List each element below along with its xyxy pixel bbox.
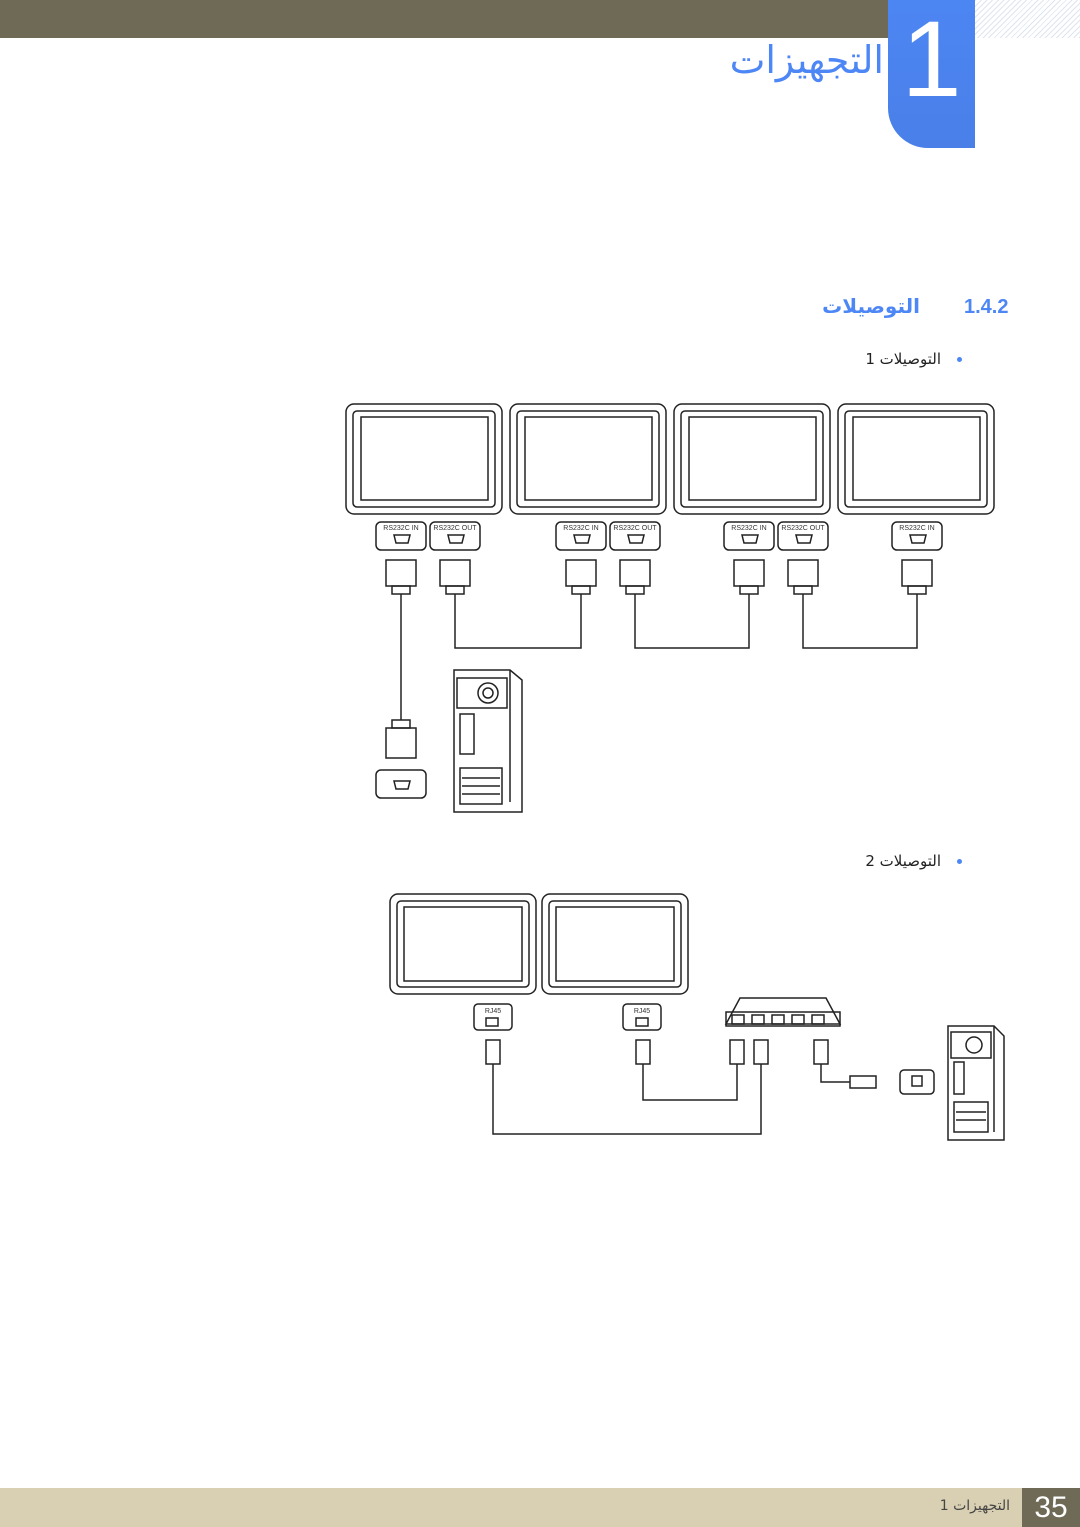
section-title: التوصيلات: [822, 294, 920, 318]
pc-serial-plug: [385, 719, 417, 759]
pc-tower-icon: [947, 1025, 1005, 1141]
bullet-text: التوصيلات 1: [865, 350, 941, 368]
port-label: RJ45: [634, 1008, 650, 1015]
network-hub-icon: [724, 997, 842, 1027]
port-label: RJ45: [485, 1008, 501, 1015]
serial-plug: [439, 559, 471, 600]
bullet-dot: [957, 357, 962, 362]
rj45-port: [622, 1003, 662, 1031]
header-hatch: [975, 0, 1080, 38]
port-label: RS232C OUT: [781, 525, 825, 532]
footer-bar: [0, 1488, 1022, 1527]
serial-plug: [901, 559, 933, 600]
monitor: [509, 403, 667, 515]
footer-chapter-label: التجهيزات 1: [939, 1498, 1010, 1514]
chapter-tab: [888, 0, 975, 148]
port-label: RS232C IN: [731, 525, 766, 532]
monitor: [673, 403, 831, 515]
chapter-title: التجهيزات: [729, 38, 884, 82]
monitor: [389, 893, 537, 995]
serial-plug: [619, 559, 651, 600]
port-label: RS232C IN: [563, 525, 598, 532]
bullet-text: التوصيلات 2: [865, 852, 941, 870]
chapter-number: 1: [901, 0, 962, 119]
bullet-connection-1: التوصيلات 1: [865, 350, 962, 368]
pc-tower-icon: [453, 669, 523, 813]
rs232c-connection-diagram: RS232C IN RS232C OUT RS232C IN RS232C OU…: [345, 403, 995, 813]
serial-plug: [733, 559, 765, 600]
monitor: [345, 403, 503, 515]
port-label: RS232C OUT: [613, 525, 657, 532]
header-bar: [0, 0, 888, 38]
section-number: 1.4.2: [964, 296, 1009, 318]
serial-plug: [565, 559, 597, 600]
monitor: [541, 893, 689, 995]
serial-plug: [787, 559, 819, 600]
port-label: RS232C IN: [899, 525, 934, 532]
page-number: 35: [1022, 1488, 1080, 1527]
pc-network-port: [899, 1069, 935, 1095]
bullet-connection-2: التوصيلات 2: [865, 852, 962, 870]
rj45-connection-diagram: RJ45 RJ45: [389, 893, 1005, 1141]
port-label: RS232C IN: [383, 525, 418, 532]
port-label: RS232C OUT: [433, 525, 477, 532]
monitor: [837, 403, 995, 515]
pc-serial-port: [375, 769, 427, 799]
rj45-port: [473, 1003, 513, 1031]
bullet-dot: [957, 859, 962, 864]
serial-plug: [385, 559, 417, 600]
